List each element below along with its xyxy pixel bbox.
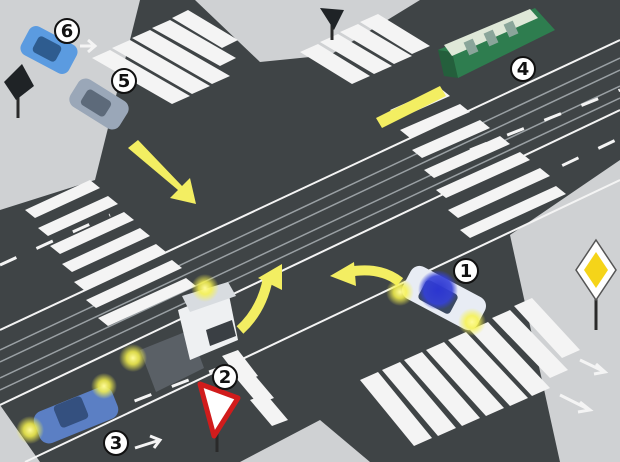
label-5-badge: 5 xyxy=(112,69,136,93)
label-4: 4 xyxy=(517,59,530,80)
label-2-badge: 2 xyxy=(213,365,237,389)
label-2: 2 xyxy=(219,367,232,388)
label-3-badge: 3 xyxy=(104,431,128,455)
label-6: 6 xyxy=(61,21,74,42)
label-3: 3 xyxy=(110,433,123,454)
label-1-badge: 1 xyxy=(454,259,478,283)
label-1: 1 xyxy=(460,261,473,282)
label-4-badge: 4 xyxy=(511,57,535,81)
label-5: 5 xyxy=(118,71,131,92)
label-6-badge: 6 xyxy=(55,19,79,43)
